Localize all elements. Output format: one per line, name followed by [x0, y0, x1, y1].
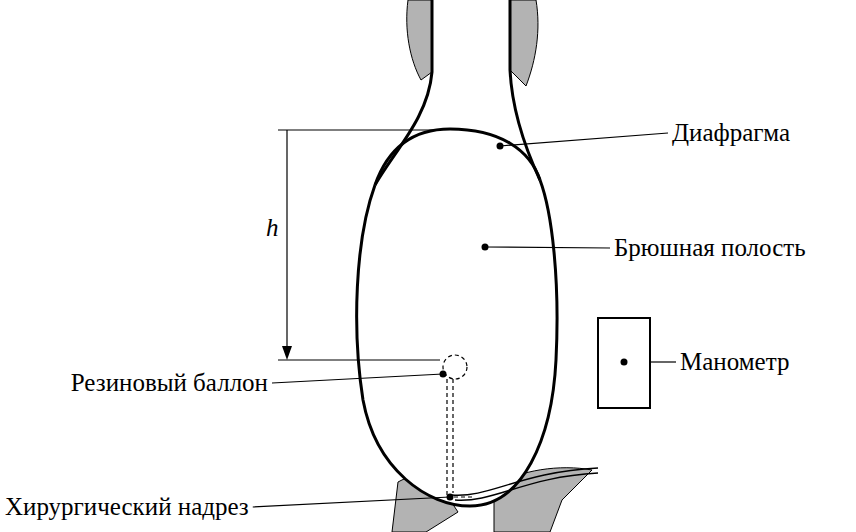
- part-label: Диафрагма: [672, 119, 790, 148]
- dimension-line: [286, 130, 287, 348]
- balloon-catheter: [452, 379, 453, 493]
- thorax-wall: [510, 0, 540, 180]
- part-label: Манометр: [680, 348, 789, 377]
- rib-section: [407, 0, 432, 80]
- manometer-tube: [452, 468, 598, 495]
- dimension-label: h: [266, 214, 279, 243]
- balloon-catheter: [446, 379, 447, 497]
- callout-dot: [621, 359, 628, 366]
- part-label: Хирургический надрез: [5, 493, 249, 522]
- manometer-body: [598, 318, 650, 408]
- leader-line: [485, 247, 610, 248]
- dimension-extension: [278, 359, 440, 360]
- rib-section: [510, 0, 538, 86]
- thorax-wall: [375, 0, 432, 185]
- rubber-balloon: [443, 355, 467, 379]
- manometer-tube: [455, 473, 598, 500]
- dimension-arrowhead: [282, 346, 292, 360]
- leader-line: [500, 133, 668, 146]
- part-label: Брюшная полость: [614, 234, 806, 263]
- leader-line: [650, 361, 676, 362]
- abdominal-wall: [357, 180, 557, 506]
- part-label: Резиновый баллон: [71, 369, 268, 398]
- diaphragm: [375, 129, 540, 185]
- leader-line: [253, 497, 450, 507]
- leader-line: [272, 374, 443, 383]
- dimension-extension: [278, 129, 440, 130]
